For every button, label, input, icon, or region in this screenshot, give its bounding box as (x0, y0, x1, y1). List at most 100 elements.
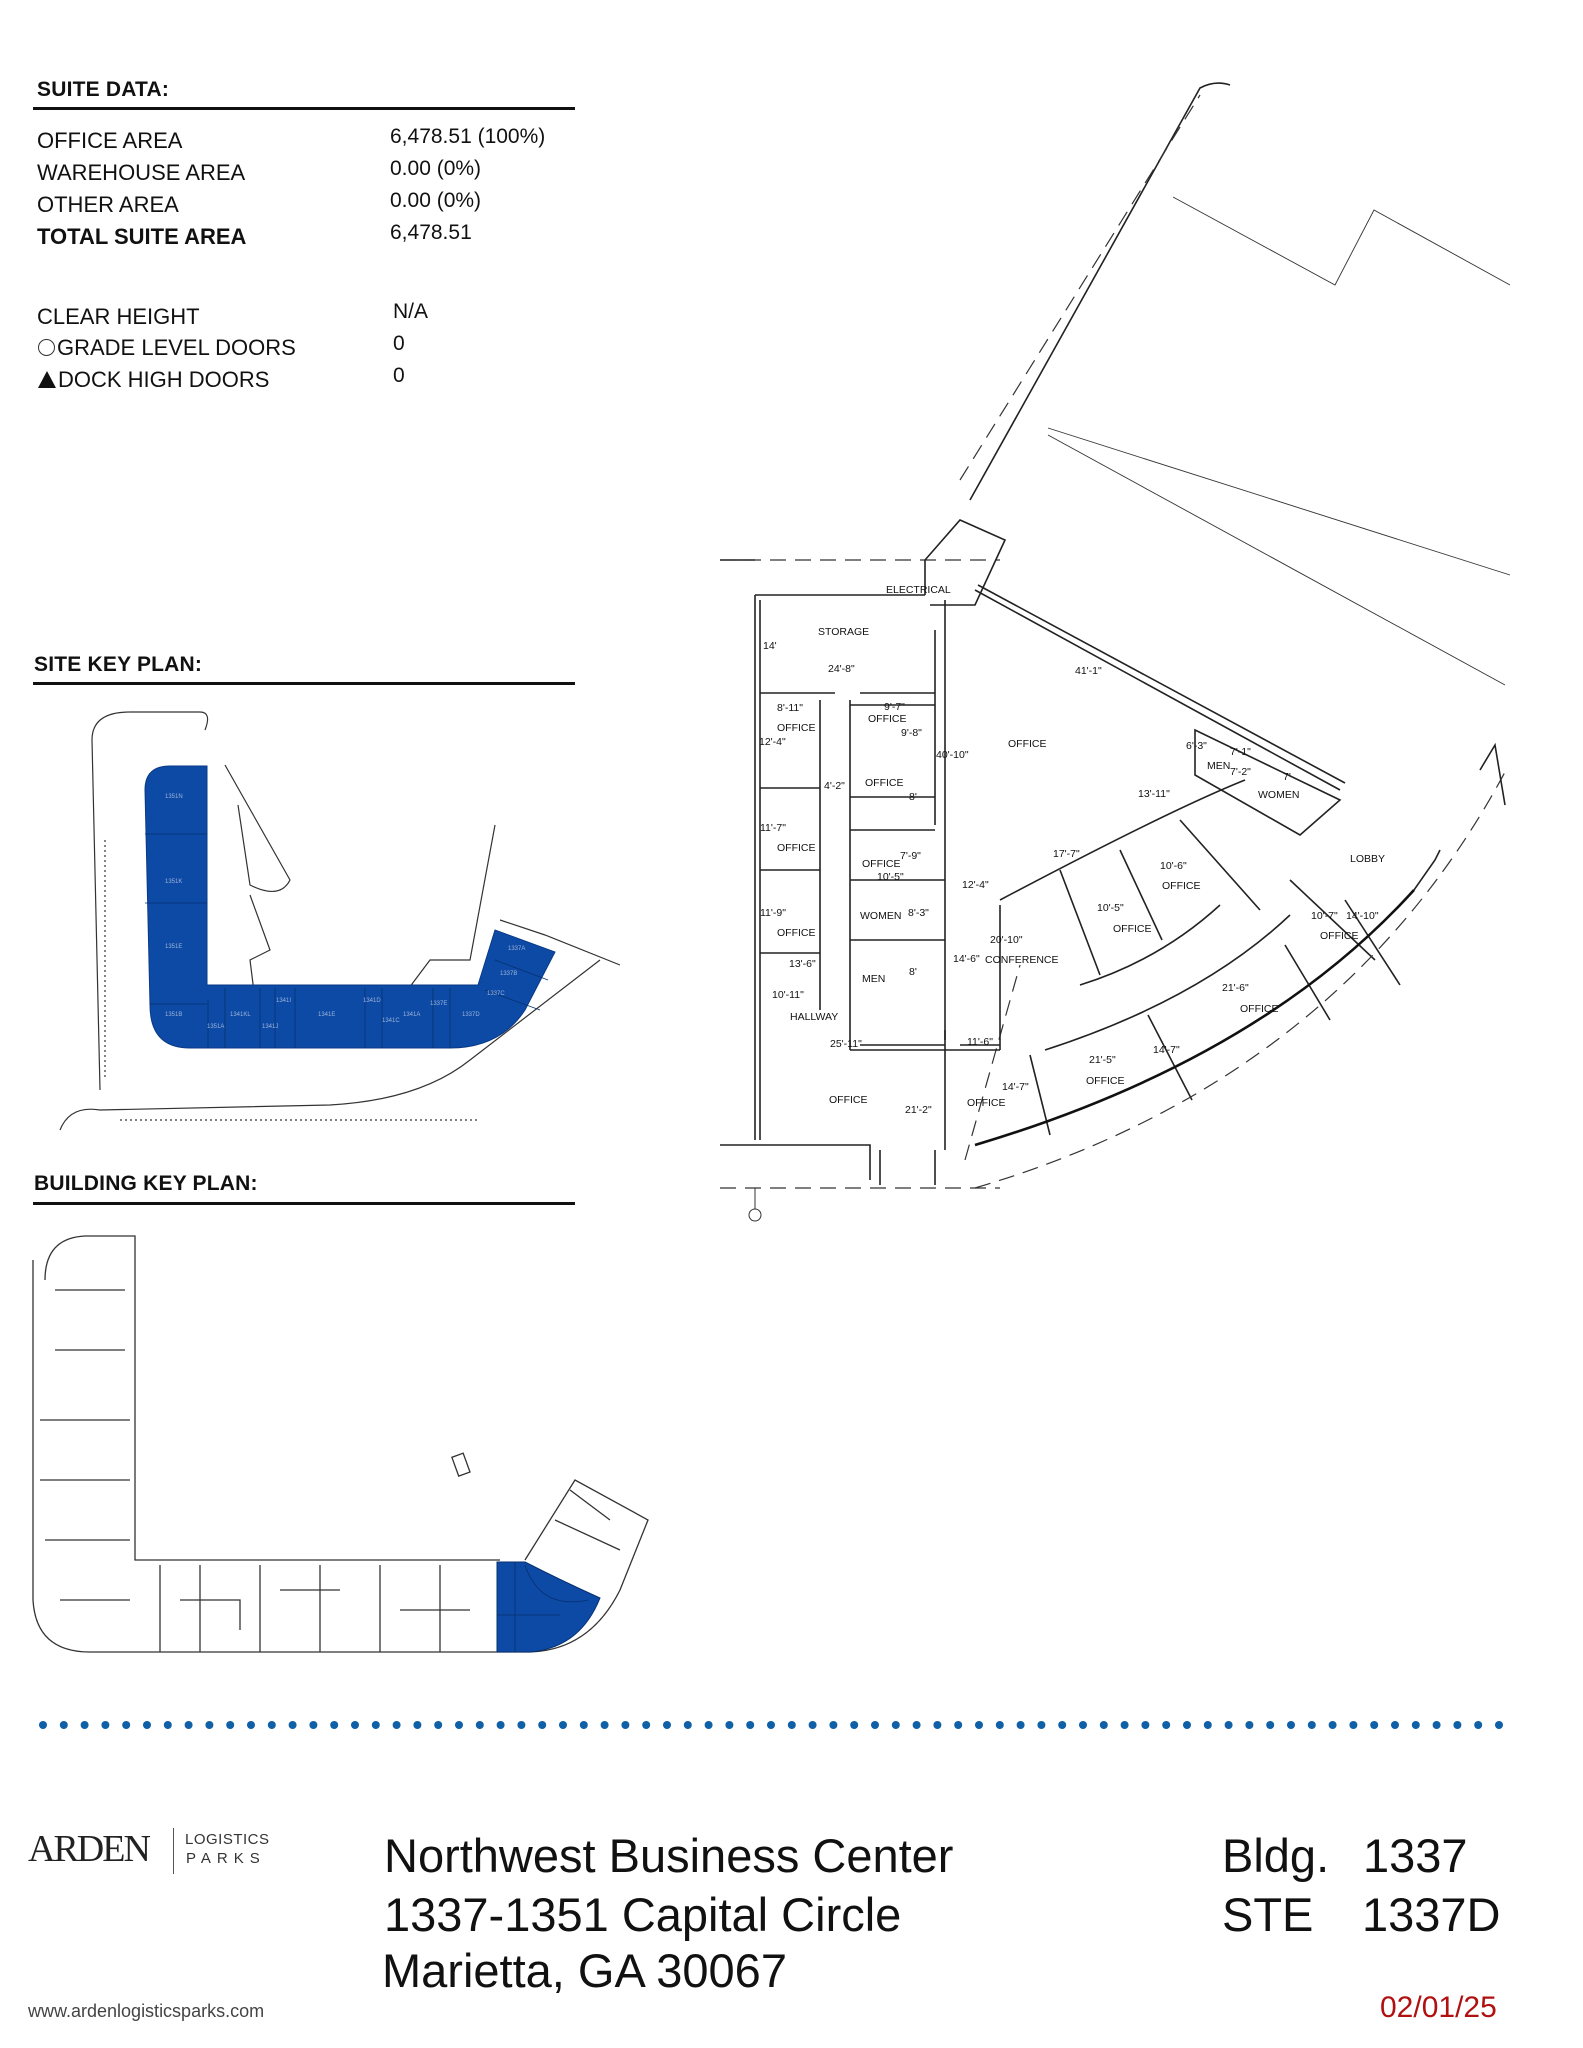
dimension-label: 7'-1" (1230, 746, 1251, 758)
unit-label: 1341I (276, 998, 291, 1004)
dimension-label: 8'-3" (908, 907, 929, 919)
dimension-label: 14'-10" (1346, 910, 1379, 922)
website-link[interactable]: www.ardenlogisticsparks.com (28, 2001, 265, 2021)
dimension-label: 17'-7" (1053, 848, 1080, 860)
divider-dot (954, 1721, 963, 1729)
dimension-label: 10'-5" (1097, 902, 1124, 914)
divider-dot (1349, 1721, 1358, 1729)
dimension-label: 11'-9" (760, 907, 786, 919)
grade-level-doors-value: 0 (393, 332, 405, 355)
divider-dot (1224, 1721, 1233, 1729)
dimension-label: 14'-7" (1153, 1044, 1180, 1056)
room-label: MEN (862, 973, 885, 985)
unit-label: 1337B (500, 971, 517, 977)
dimension-label: 9'-7" (884, 701, 905, 713)
divider-dot (309, 1721, 318, 1729)
divider-dot (371, 1721, 380, 1729)
divider-dot (1287, 1721, 1295, 1729)
room-label: OFFICE (1240, 1003, 1279, 1015)
dimension-label: 14'-7" (1002, 1081, 1029, 1093)
unit-label: 1351E (165, 944, 182, 950)
divider-dot (621, 1721, 630, 1729)
unit-label: 1337E (430, 1001, 447, 1007)
divider-dot (808, 1721, 817, 1729)
divider (33, 1202, 575, 1205)
divider-dot (517, 1721, 526, 1729)
room-label: OFFICE (1008, 738, 1047, 750)
dimension-label: 14'-6" (953, 953, 980, 965)
grade-level-doors-label: GRADE LEVEL DOORS (57, 335, 296, 360)
divider-dot (1099, 1721, 1108, 1729)
room-label: MEN (1207, 760, 1230, 772)
dimension-label: 11'-6" (967, 1036, 993, 1048)
divider-dot (829, 1721, 838, 1729)
dimension-label: 8'-11" (777, 702, 803, 714)
room-label: ELECTRICAL (886, 584, 951, 596)
dimension-label: 8' (909, 791, 917, 803)
divider-dot (1183, 1721, 1191, 1729)
divider-dot (392, 1721, 401, 1729)
unit-label: 1341A (403, 1012, 420, 1018)
divider-dot (1162, 1721, 1171, 1729)
logo-divider (173, 1828, 174, 1874)
divider-dot (871, 1721, 879, 1729)
unit-label: 1351K (165, 879, 182, 885)
dimension-label: 25'-11" (830, 1038, 862, 1050)
site-key-plan: 1351N 1351K 1351E 1351B 1351A 1341KL 134… (59, 711, 621, 1131)
divider-dot (122, 1721, 131, 1729)
divider-dot (767, 1721, 775, 1729)
dimension-label: 21'-5" (1089, 1054, 1116, 1066)
divider-dot (434, 1721, 443, 1729)
dimension-label: 40'-10" (936, 749, 969, 761)
divider-dot (226, 1721, 235, 1729)
site-key-plan-heading: SITE KEY PLAN: (34, 653, 203, 676)
dimension-label: 9'-8" (901, 727, 922, 739)
room-label: OFFICE (777, 842, 816, 854)
dimension-label: 7'-9" (900, 850, 921, 862)
room-label: CONFERENCE (985, 954, 1059, 966)
divider-dot (1432, 1721, 1441, 1729)
divider-dot (1307, 1721, 1316, 1729)
dimension-label: 12'-4" (962, 879, 989, 891)
unit-label: 1351A (207, 1024, 224, 1030)
room-label: OFFICE (862, 858, 901, 870)
divider-dot (1266, 1721, 1275, 1729)
dimension-label: 7' (1283, 771, 1291, 783)
building-key-plan-heading: BUILDING KEY PLAN: (34, 1172, 258, 1195)
divider-dot (1495, 1721, 1503, 1729)
divider-dot (475, 1721, 484, 1729)
warehouse-area-label: WAREHOUSE AREA (37, 160, 246, 185)
unit-label: 1337A (508, 946, 525, 952)
dimension-label: 4'-2" (824, 780, 845, 792)
divider-dot (80, 1721, 89, 1729)
dimension-label: 10'-5" (877, 871, 904, 883)
dimension-label: 10'-11" (772, 989, 804, 1001)
room-label: OFFICE (1113, 923, 1152, 935)
property-name: Northwest Business Center (384, 1829, 954, 1882)
site-road-outline (91, 711, 209, 1091)
other-area-label: OTHER AREA (37, 192, 179, 217)
room-label: WOMEN (860, 910, 901, 922)
dimension-label: 13'-6" (789, 958, 816, 970)
dock-high-doors-row: DOCK HIGH DOORS (38, 367, 269, 393)
divider-dot (746, 1721, 755, 1729)
divider-dot (933, 1721, 942, 1729)
triangle-icon (38, 371, 56, 388)
divider-dot (725, 1721, 734, 1729)
divider-dot (330, 1721, 339, 1729)
divider-dot (850, 1721, 859, 1729)
building-label: Bldg. (1222, 1829, 1330, 1882)
dimension-label: 10'-6" (1160, 860, 1187, 872)
divider-dot (267, 1721, 276, 1729)
room-label: HALLWAY (790, 1011, 838, 1023)
dock-high-doors-value: 0 (393, 364, 405, 387)
room-labels: ELECTRICAL STORAGE OFFICE OFFICE OFFICE … (777, 584, 1385, 1109)
dimension-label: 14' (763, 640, 777, 652)
highlighted-suite-1337d (496, 1561, 601, 1653)
other-area-value: 0.00 (0%) (390, 189, 482, 212)
arden-logo: ARDEN (28, 1828, 151, 1870)
divider-dot (1037, 1721, 1046, 1729)
divider-dot (1245, 1721, 1254, 1729)
room-label: LOBBY (1350, 853, 1385, 865)
divider-dot (1453, 1721, 1462, 1729)
